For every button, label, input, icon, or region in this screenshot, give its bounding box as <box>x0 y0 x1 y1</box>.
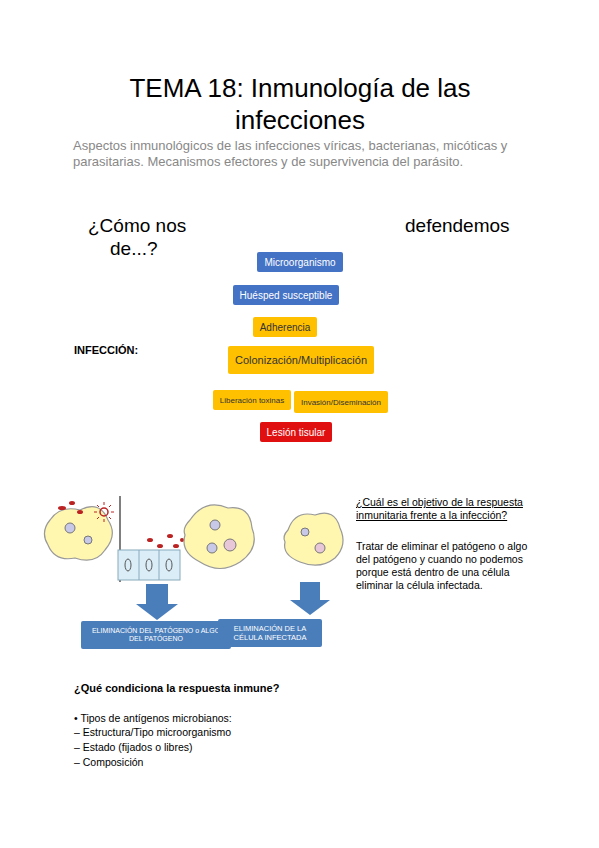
box-text: Lesión tisular <box>267 427 326 438</box>
down-arrow <box>290 582 330 615</box>
box-text: Adherencia <box>260 322 311 333</box>
stage-box: Microorganismo <box>257 252 342 272</box>
heading-part: de...? <box>110 237 210 261</box>
box-text: ELIMINACIÓN DE LA CÉLULA INFECTADA <box>225 624 315 642</box>
subtitle: Aspectos inmunológicos de las infeccione… <box>73 138 533 169</box>
list-item: – Estructura/Tipo microorganismo <box>74 726 374 739</box>
section-heading: ¿Qué condiciona la respuesta inmune? <box>74 682 374 696</box>
stage-box: Adherencia <box>253 317 318 337</box>
virus-icon <box>94 502 114 522</box>
macrophage <box>184 505 254 569</box>
stage-box: Lesión tisular <box>260 422 333 442</box>
box-text: Invasión/Diseminación <box>301 398 381 407</box>
box-text: Huésped susceptible <box>240 290 333 301</box>
bacteria <box>58 501 184 548</box>
outcome-box: ELIMINACIÓN DEL PATÓGENO o ALGO DEL PATÓ… <box>81 621 231 649</box>
outcome-box: ELIMINACIÓN DE LA CÉLULA INFECTADA <box>218 619 322 647</box>
epithelial-cells <box>118 550 180 580</box>
section-label: INFECCIÓN: <box>74 344 174 358</box>
list-item: – Estado (fijados o libres) <box>74 741 374 754</box>
heading-part: ¿Cómo nos <box>88 214 228 238</box>
question-text: ¿Cuál es el objetivo de la respuesta inm… <box>356 496 531 522</box>
macrophage <box>44 507 112 561</box>
box-text: ELIMINACIÓN DEL PATÓGENO o ALGO DEL PATÓ… <box>88 627 224 644</box>
stage-box: Invasión/Diseminación <box>294 391 388 413</box>
heading-part: defendemos <box>405 214 545 238</box>
list-item: • Tipos de antígenos microbianos: <box>74 712 374 725</box>
box-text: Liberación toxinas <box>220 396 284 405</box>
stage-box: Colonización/Multiplicación <box>228 346 374 374</box>
box-text: Colonización/Multiplicación <box>235 354 367 366</box>
infected-cell <box>284 513 343 565</box>
list-item: – Composición <box>74 756 374 769</box>
stage-box: Liberación toxinas <box>213 390 291 410</box>
page-title: TEMA 18: Inmunología de las infecciones <box>120 72 480 136</box>
answer-text: Tratar de eliminar el patógeno o algo de… <box>356 540 534 593</box>
box-text: Microorganismo <box>264 257 335 268</box>
down-arrow <box>136 584 178 620</box>
stage-box: Huésped susceptible <box>233 285 340 305</box>
